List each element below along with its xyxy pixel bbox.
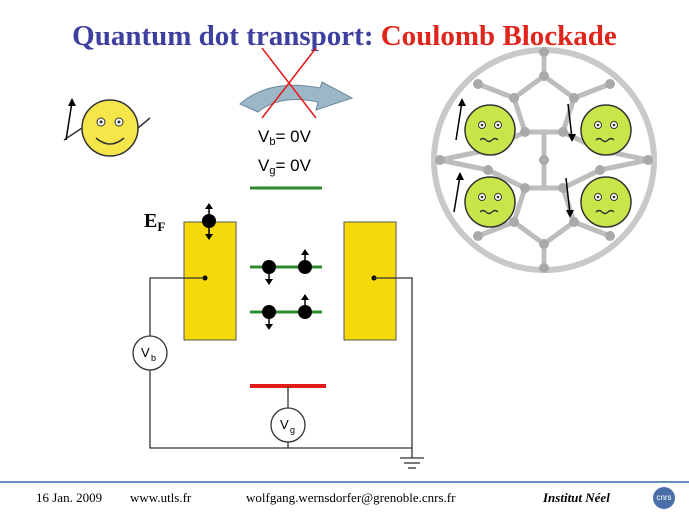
footer-site: www.utls.fr	[130, 490, 192, 505]
sad-smiley-icon	[455, 98, 516, 156]
footer-date: 16 Jan. 2009	[36, 490, 103, 505]
fullerene-icon	[431, 47, 657, 273]
sad-smiley-icon	[565, 176, 632, 228]
sad-smiley-icon	[567, 103, 632, 156]
fermi-level-label: EF	[144, 210, 166, 234]
title-part1: Quantum dot transport:	[72, 20, 381, 52]
blocked-arrow-icon	[239, 47, 354, 119]
happy-smiley-icon	[63, 98, 151, 157]
meter-b-main: V	[141, 345, 150, 360]
meter-g-sub: g	[290, 425, 295, 435]
gate-voltage-label: Vg= 0V	[258, 156, 311, 177]
cnrs-logo: cnrs	[653, 487, 675, 509]
footer-institute: Institut Néel	[543, 490, 610, 505]
footer-email: wolfgang.wernsdorfer@grenoble.cnrs.fr	[246, 490, 456, 505]
ground-icon	[400, 457, 424, 469]
meter-g-main: V	[280, 417, 289, 432]
footer-divider	[0, 481, 689, 483]
fermi-electron	[202, 203, 216, 240]
left-lead	[183, 221, 237, 341]
bias-voltage-label: Vb= 0V	[258, 127, 311, 148]
circuit-wires	[149, 277, 413, 458]
bias-voltmeter	[132, 335, 168, 371]
meter-b-sub: b	[151, 353, 156, 363]
dot-electrons	[262, 249, 312, 330]
right-lead	[343, 221, 397, 341]
sad-smiley-icon	[453, 172, 516, 228]
slide-title: Quantum dot transport: Coulomb Blockade	[0, 20, 689, 53]
title-part2: Coulomb Blockade	[380, 20, 617, 52]
gate-voltmeter	[270, 407, 306, 443]
